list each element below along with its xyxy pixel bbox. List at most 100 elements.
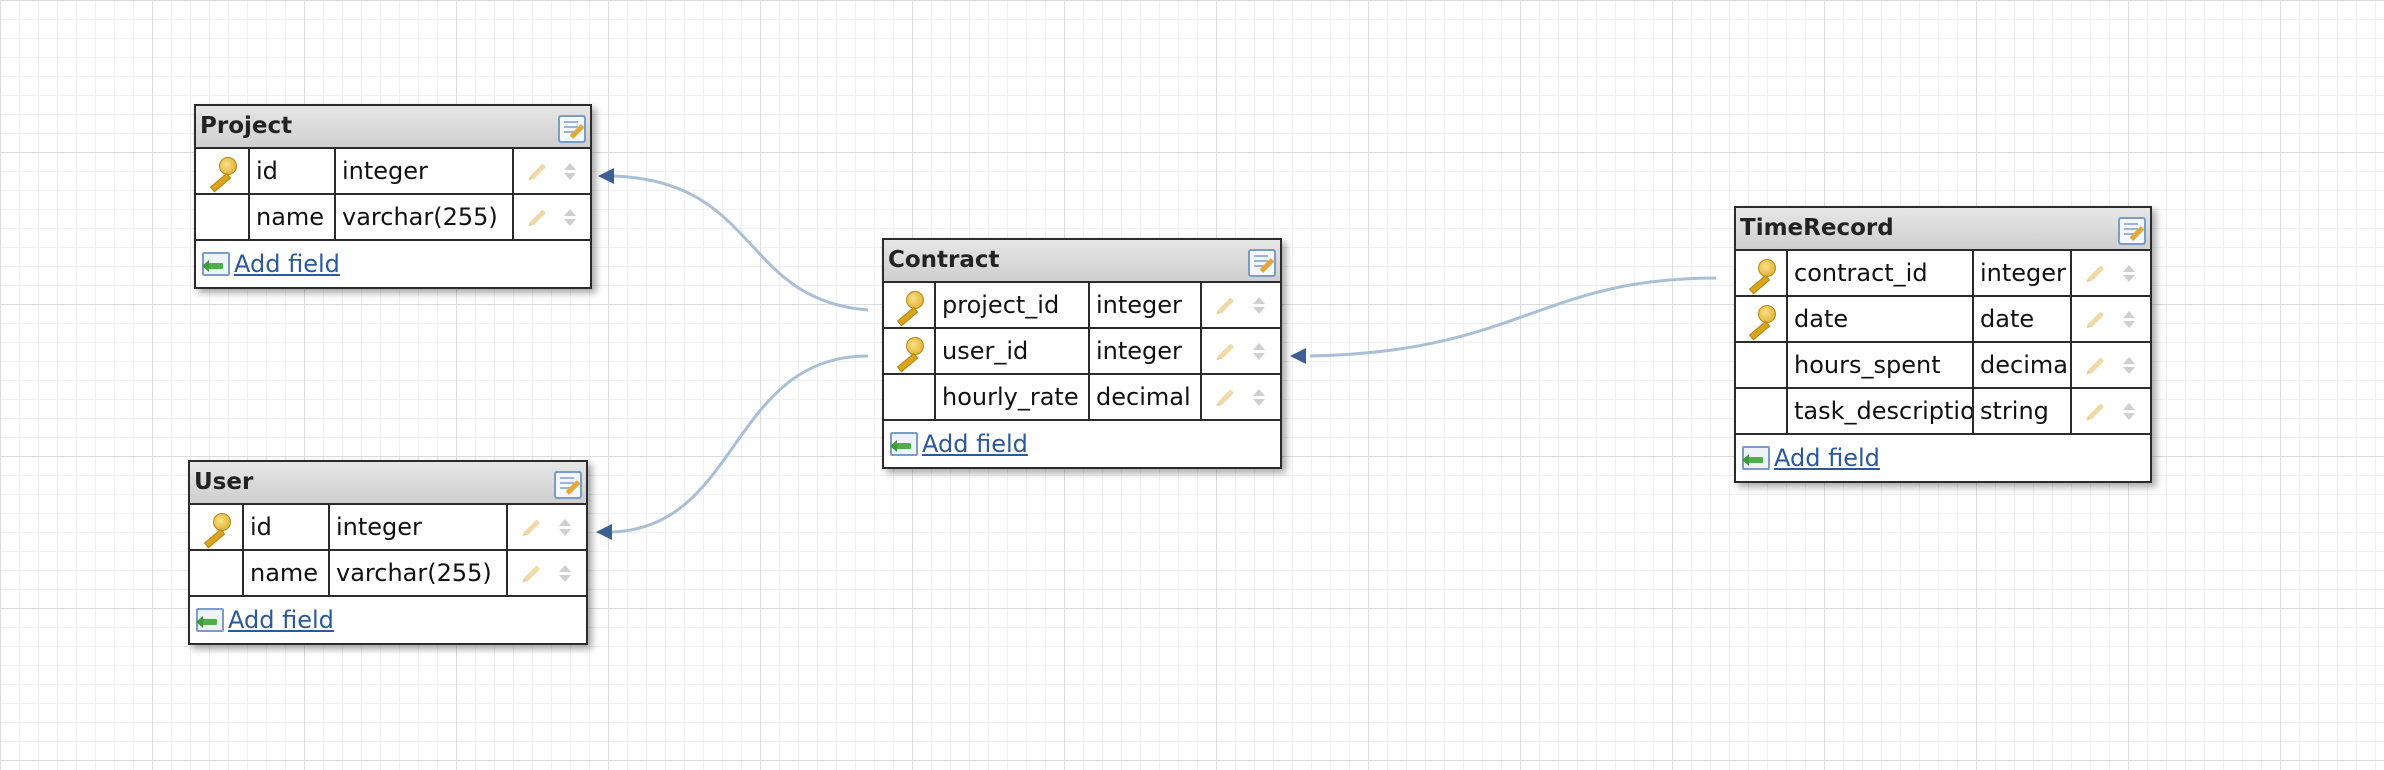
edit-table-icon[interactable] xyxy=(558,115,586,143)
edit-table-icon[interactable] xyxy=(554,471,582,499)
key-icon xyxy=(894,337,924,365)
key-cell xyxy=(196,195,250,239)
field-row[interactable]: id integer xyxy=(196,149,590,195)
field-name: name xyxy=(244,551,330,595)
edit-field-icon[interactable] xyxy=(529,208,546,226)
edit-table-icon[interactable] xyxy=(2118,217,2146,245)
edit-field-icon[interactable] xyxy=(2087,310,2105,328)
field-actions xyxy=(2072,343,2150,387)
add-field-link[interactable]: Add field xyxy=(1774,444,1880,472)
field-row[interactable]: date date xyxy=(1736,297,2150,343)
reorder-icon[interactable] xyxy=(2123,402,2135,420)
reorder-icon[interactable] xyxy=(1253,388,1265,406)
field-row[interactable]: contract_id integer xyxy=(1736,251,2150,297)
table-header[interactable]: User xyxy=(190,462,586,505)
key-icon xyxy=(201,513,231,541)
edit-field-icon[interactable] xyxy=(523,564,541,582)
add-field-link[interactable]: Add field xyxy=(234,250,340,278)
table-title: Contract xyxy=(888,247,1000,273)
reorder-icon[interactable] xyxy=(563,208,576,226)
field-type: integer xyxy=(336,149,514,193)
relation-contract-user xyxy=(611,354,869,534)
field-name: date xyxy=(1788,297,1974,341)
edit-field-icon[interactable] xyxy=(1217,342,1235,360)
add-field-icon[interactable] xyxy=(890,432,918,456)
field-actions xyxy=(514,195,590,239)
add-field-row: Add field xyxy=(884,421,1280,467)
field-row[interactable]: hourly_rate decimal xyxy=(884,375,1280,421)
primary-key-cell xyxy=(884,283,936,327)
primary-key-cell xyxy=(884,329,936,373)
reorder-icon[interactable] xyxy=(2123,264,2135,282)
add-field-icon[interactable] xyxy=(202,252,230,276)
edit-field-icon[interactable] xyxy=(2087,356,2105,374)
field-row[interactable]: id integer xyxy=(190,505,586,551)
key-cell xyxy=(1736,343,1788,387)
field-type: string xyxy=(1974,389,2072,433)
table-header[interactable]: Contract xyxy=(884,240,1280,283)
relation-contract-project xyxy=(611,174,869,312)
field-name: task_description xyxy=(1788,389,1974,433)
key-icon xyxy=(207,157,237,185)
table-timerecord[interactable]: TimeRecord contract_id integer date date… xyxy=(1734,206,2152,483)
field-type: integer xyxy=(1090,329,1202,373)
field-type: varchar(255) xyxy=(330,551,508,595)
field-row[interactable]: task_description string xyxy=(1736,389,2150,435)
reorder-icon[interactable] xyxy=(1253,296,1265,314)
field-name: name xyxy=(250,195,336,239)
edit-field-icon[interactable] xyxy=(529,162,546,180)
table-header[interactable]: Project xyxy=(196,106,590,149)
edit-field-icon[interactable] xyxy=(1217,388,1235,406)
reorder-icon[interactable] xyxy=(2123,310,2135,328)
table-project[interactable]: Project id integer name varchar(255) Add… xyxy=(194,104,592,289)
field-actions xyxy=(1202,375,1280,419)
field-name: id xyxy=(244,505,330,549)
reorder-icon[interactable] xyxy=(563,162,576,180)
edit-field-icon[interactable] xyxy=(2087,264,2105,282)
key-cell xyxy=(884,375,936,419)
add-field-row: Add field xyxy=(1736,435,2150,481)
key-icon xyxy=(1746,305,1776,333)
primary-key-cell xyxy=(1736,251,1788,295)
primary-key-cell xyxy=(1736,297,1788,341)
reorder-icon[interactable] xyxy=(559,518,571,536)
add-field-icon[interactable] xyxy=(1742,446,1770,470)
field-row[interactable]: name varchar(255) xyxy=(196,195,590,241)
table-title: User xyxy=(194,469,254,495)
arrowhead-contract xyxy=(1290,348,1306,364)
edit-field-icon[interactable] xyxy=(1217,296,1235,314)
field-name: user_id xyxy=(936,329,1090,373)
field-actions xyxy=(2072,297,2150,341)
field-row[interactable]: hours_spent decimal xyxy=(1736,343,2150,389)
reorder-icon[interactable] xyxy=(2123,356,2135,374)
field-row[interactable]: user_id integer xyxy=(884,329,1280,375)
add-field-icon[interactable] xyxy=(196,608,224,632)
field-row[interactable]: project_id integer xyxy=(884,283,1280,329)
add-field-row: Add field xyxy=(190,597,586,643)
reorder-icon[interactable] xyxy=(1253,342,1265,360)
field-actions xyxy=(508,551,586,595)
table-user[interactable]: User id integer name varchar(255) Add fi… xyxy=(188,460,588,645)
add-field-row: Add field xyxy=(196,241,590,287)
table-header[interactable]: TimeRecord xyxy=(1736,208,2150,251)
add-field-link[interactable]: Add field xyxy=(228,606,334,634)
field-type: integer xyxy=(1090,283,1202,327)
edit-table-icon[interactable] xyxy=(1248,249,1276,277)
key-icon xyxy=(894,291,924,319)
edit-field-icon[interactable] xyxy=(523,518,541,536)
edit-field-icon[interactable] xyxy=(2087,402,2105,420)
field-name: contract_id xyxy=(1788,251,1974,295)
add-field-link[interactable]: Add field xyxy=(922,430,1028,458)
table-title: Project xyxy=(200,113,293,139)
field-name: hours_spent xyxy=(1788,343,1974,387)
field-type: decimal xyxy=(1090,375,1202,419)
key-cell xyxy=(190,551,244,595)
primary-key-cell xyxy=(190,505,244,549)
table-contract[interactable]: Contract project_id integer user_id inte… xyxy=(882,238,1282,469)
field-type: integer xyxy=(1974,251,2072,295)
reorder-icon[interactable] xyxy=(559,564,571,582)
primary-key-cell xyxy=(196,149,250,193)
field-name: hourly_rate xyxy=(936,375,1090,419)
field-row[interactable]: name varchar(255) xyxy=(190,551,586,597)
